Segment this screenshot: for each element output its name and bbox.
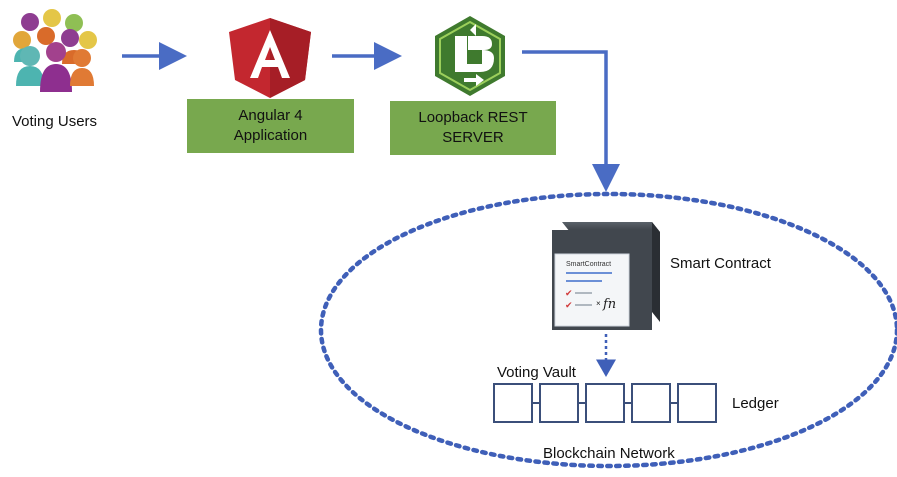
svg-text:✔: ✔	[565, 288, 573, 298]
svg-text:✔: ✔	[565, 300, 573, 310]
arrow-loopback-to-blockchain	[522, 50, 620, 192]
people-group-icon	[13, 9, 97, 92]
voting-users-label: Voting Users	[12, 113, 98, 130]
svg-text:×: ×	[596, 299, 601, 308]
voting-vault-label: Voting Vault	[497, 364, 576, 381]
ledger-label: Ledger	[732, 395, 779, 412]
angular-logo-icon	[229, 18, 311, 98]
ledger-chain	[493, 383, 717, 423]
ledger-block	[677, 383, 717, 423]
ledger-block	[539, 383, 579, 423]
angular-app-box: Angular 4 Application	[187, 99, 354, 153]
loopback-box-line1: Loopback REST	[418, 109, 528, 126]
signature-mark: fn	[602, 297, 616, 312]
ledger-block	[631, 383, 671, 423]
blockchain-network-boundary	[318, 191, 897, 469]
loopback-server-box: Loopback REST SERVER	[390, 101, 556, 155]
ledger-block	[493, 383, 533, 423]
loopback-box-line2: SERVER	[442, 129, 504, 146]
server-cube-icon: SmartContract ✔ ✔ × fn	[552, 222, 660, 330]
blockchain-network-label: Blockchain Network	[543, 445, 675, 462]
contract-card-title: SmartContract	[566, 261, 611, 268]
angular-box-line2: Application	[233, 127, 308, 144]
ledger-block	[585, 383, 625, 423]
loopback-logo-icon	[435, 16, 505, 96]
smart-contract-label: Smart Contract	[670, 255, 771, 272]
angular-box-line1: Angular 4	[238, 107, 303, 124]
